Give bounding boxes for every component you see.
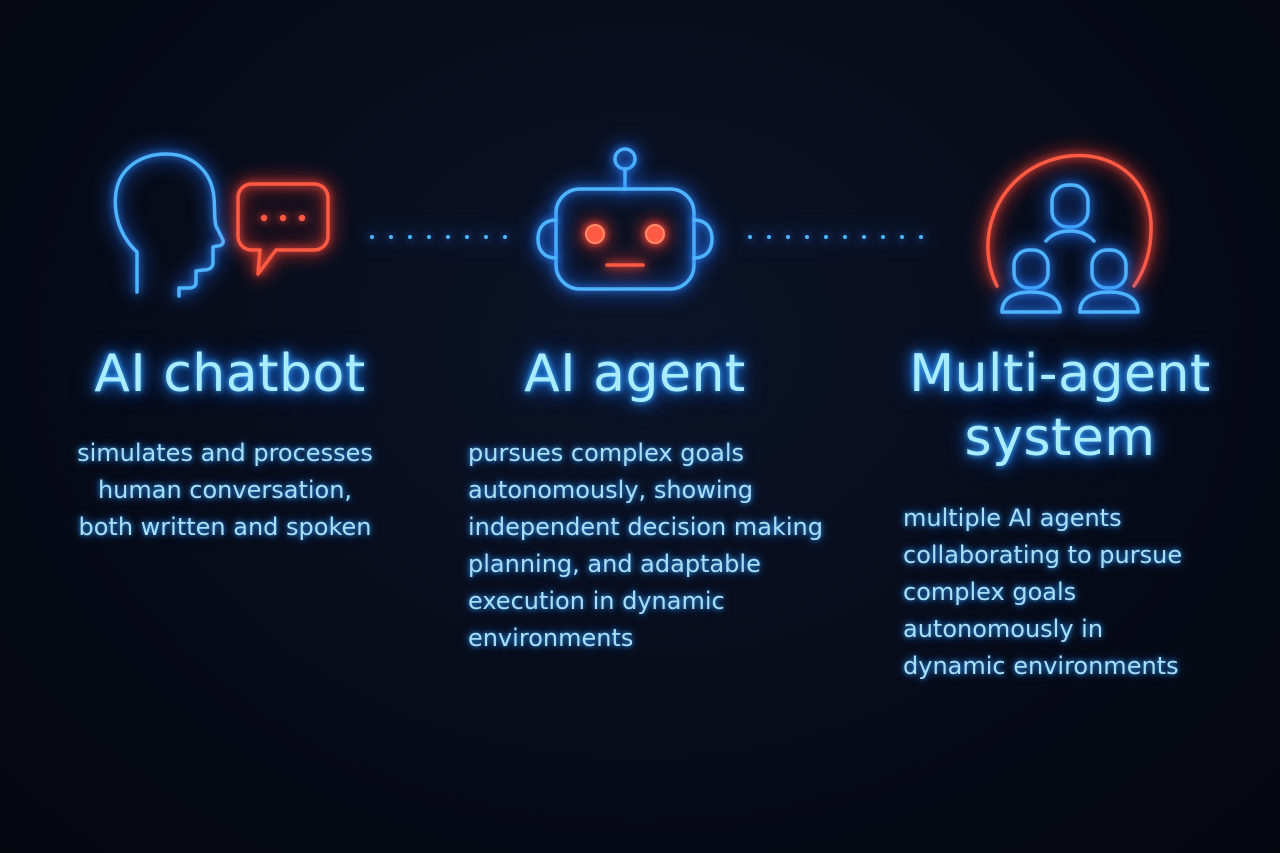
description-line: complex goals [903, 578, 1077, 606]
chatbot-description: simulates and processes human conversati… [30, 435, 420, 546]
robot-ear-left-icon [536, 218, 558, 260]
chatbot-title: AI chatbot [94, 344, 366, 404]
description-line: multiple AI agents [903, 504, 1122, 532]
robot-eye-right-icon [645, 224, 665, 244]
dotted-connector-icon [370, 235, 507, 239]
agent-description: pursues complex goals autonomously, show… [468, 435, 868, 657]
multi-agent-description: multiple AI agents collaborating to purs… [903, 500, 1243, 685]
description-line: autonomously in [903, 615, 1104, 643]
user-shoulders-icon [1044, 229, 1096, 243]
arc-icon [986, 153, 1153, 288]
user-head-icon [1050, 183, 1090, 229]
description-line: execution in dynamic [468, 587, 725, 615]
user-group-in-arc-icon [986, 153, 1153, 314]
dotted-connector-icon [748, 235, 923, 239]
person-with-speech-bubble-icon [113, 152, 330, 298]
description-line: environments [468, 624, 634, 652]
user-shoulders-icon [1000, 290, 1062, 314]
speech-dot-icon [279, 214, 287, 222]
speech-bubble-icon [236, 182, 330, 276]
description-line: planning, and adaptable [468, 550, 761, 578]
description-line: independent decision making [468, 513, 823, 541]
robot-face-icon [554, 187, 696, 291]
description-line: simulates and processes [77, 439, 373, 467]
description-line: human conversation, [97, 476, 353, 504]
user-head-icon [1090, 248, 1128, 290]
user-shoulders-icon [1078, 290, 1140, 314]
speech-dot-icon [260, 214, 268, 222]
robot-head-icon [536, 147, 714, 291]
description-line: dynamic environments [903, 652, 1179, 680]
antenna-ball-icon [613, 147, 637, 171]
person-head-icon [113, 152, 225, 298]
speech-dot-icon [298, 214, 306, 222]
description-line: autonomously, showing [468, 476, 753, 504]
title-line: Multi-agent [909, 344, 1211, 404]
user-head-icon [1012, 248, 1050, 290]
multi-agent-title: Multi-agent system [880, 342, 1240, 470]
description-line: pursues complex goals [468, 439, 745, 467]
description-line: both written and spoken [78, 513, 372, 541]
robot-eye-left-icon [585, 224, 605, 244]
description-line: collaborating to pursue [903, 541, 1183, 569]
agent-title: AI agent [524, 344, 746, 404]
robot-ear-right-icon [692, 218, 714, 260]
title-line: system [964, 408, 1156, 468]
